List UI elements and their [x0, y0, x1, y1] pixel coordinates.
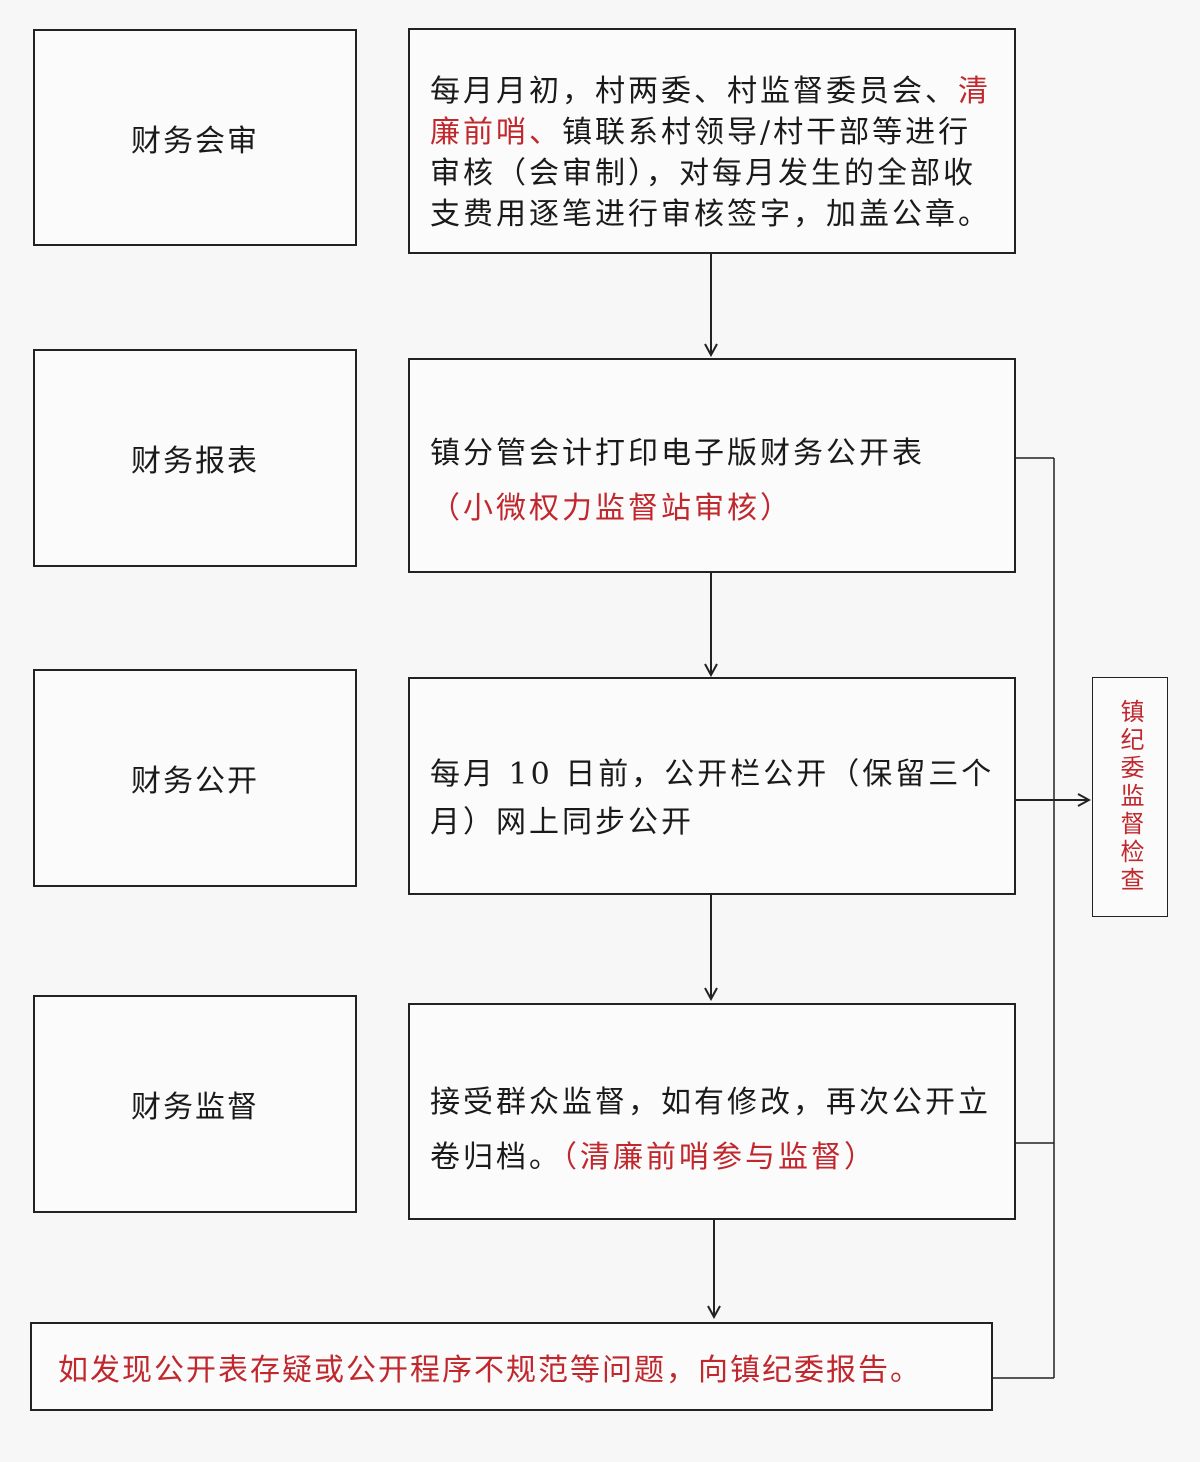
step3-content-box: 每月 10 日前，公开栏公开（保留三个月）网上同步公开	[408, 677, 1016, 895]
step2-content-box: 镇分管会计打印电子版财务公开表 （小微权力监督站审核）	[408, 358, 1016, 573]
final-report-box: 如发现公开表存疑或公开程序不规范等问题，向镇纪委报告。	[30, 1322, 993, 1411]
supervision-text: 镇纪委监督检查	[1116, 699, 1144, 895]
step1-content-box: 每月月初，村两委、村监督委员会、清廉前哨、镇联系村领导/村干部等进行审核（会审制…	[408, 28, 1016, 254]
step1-text: 每月月初，村两委、村监督委员会、	[430, 74, 958, 109]
step2-red-text: （小微权力监督站审核）	[430, 491, 793, 526]
step4-label: 财务监督	[131, 1090, 259, 1125]
step3-label: 财务公开	[131, 764, 259, 799]
step2-label: 财务报表	[131, 444, 259, 479]
step1-red-text: 清廉前哨、	[430, 74, 991, 150]
supervision-box: 镇纪委监督检查	[1092, 677, 1168, 917]
step2-text: 镇分管会计打印电子版财务公开表	[430, 436, 925, 471]
step1-text-continued: 镇联系村领导/村干部等进行审核（会审制），对每月发生的全部收支费用逐笔进行审核签…	[430, 115, 991, 232]
final-report-text: 如发现公开表存疑或公开程序不规范等问题，向镇纪委报告。	[58, 1352, 922, 1388]
step1-label-box: 财务会审	[33, 29, 357, 246]
step1-label: 财务会审	[131, 123, 259, 159]
step4-content-box: 接受群众监督，如有修改，再次公开立卷归档。（清廉前哨参与监督）	[408, 1003, 1016, 1220]
step2-label-box: 财务报表	[33, 349, 357, 567]
step3-label-box: 财务公开	[33, 669, 357, 887]
step4-red-text: （清廉前哨参与监督）	[562, 1140, 877, 1175]
step4-text: 接受群众监督，如有修改，再次公开立卷归档。	[430, 1085, 991, 1175]
step3-text: 每月 10 日前，公开栏公开（保留三个月）网上同步公开	[430, 757, 995, 840]
step4-label-box: 财务监督	[33, 995, 357, 1213]
